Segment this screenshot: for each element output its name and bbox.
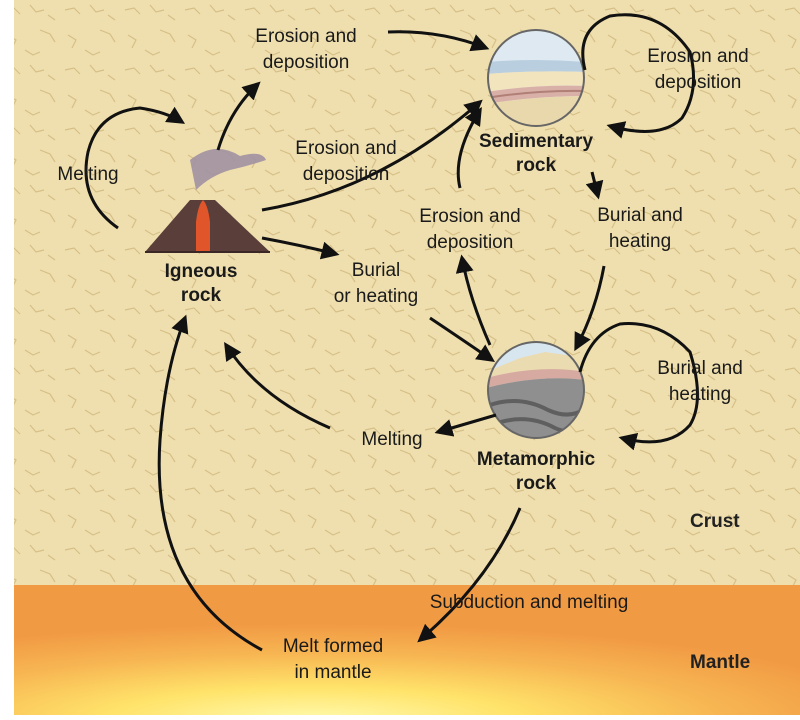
label-burial-sedimentary: Burial and heating <box>580 203 700 255</box>
label-erosion-metamorphic-line2: deposition <box>426 232 514 253</box>
metamorphic-rock-label: Metamorphic rock <box>466 448 606 496</box>
label-erosion-right-line2: deposition <box>654 72 742 93</box>
zone-label-crust: Crust <box>690 511 740 532</box>
label-subduction: Subduction and melting <box>429 592 629 613</box>
label-burial-right-line2: heating <box>668 384 732 405</box>
label-erosion-top-line1: Erosion and <box>255 26 357 47</box>
arrow-igneous-to-erosion <box>216 81 261 151</box>
arrow-metamorphic-to-erosion <box>455 254 492 346</box>
zone-label-mantle: Mantle <box>690 652 750 673</box>
metamorphic-rock-icon <box>487 341 585 439</box>
loop-sedimentary-erosion <box>581 13 696 139</box>
loop-igneous-melting <box>84 106 186 230</box>
label-erosion-right: Erosion and deposition <box>630 44 766 96</box>
label-burial-sedimentary-line2: heating <box>608 231 672 252</box>
label-erosion-igneous: Erosion and deposition <box>278 136 414 188</box>
label-melt-mantle-line2: in mantle <box>294 662 372 683</box>
arrow-melting-to-igneous <box>224 341 331 430</box>
label-burial-or-heating-line1: Burial <box>351 260 401 281</box>
arrow-erosion-to-sedimentary <box>387 30 490 52</box>
label-erosion-right-line1: Erosion and <box>647 46 749 67</box>
sedimentary-rock-label-line1: Sedimentary <box>478 131 594 152</box>
igneous-rock-label: Igneous rock <box>146 260 256 308</box>
igneous-rock-label-line2: rock <box>180 285 222 306</box>
metamorphic-rock-label-line1: Metamorphic <box>476 449 596 470</box>
metamorphic-rock-label-line2: rock <box>515 473 557 494</box>
sedimentary-rock-label-line2: rock <box>515 155 557 176</box>
label-erosion-metamorphic: Erosion and deposition <box>402 204 538 256</box>
cycle-arrows <box>84 13 699 652</box>
label-erosion-igneous-line1: Erosion and <box>295 138 397 159</box>
label-erosion-top: Erosion and deposition <box>238 24 374 76</box>
sedimentary-rock-icon <box>487 29 585 127</box>
arrow-burial-to-metamorphic-left <box>429 316 495 363</box>
arrow-igneous-to-burial <box>261 236 340 260</box>
label-burial-sedimentary-line1: Burial and <box>597 205 683 226</box>
label-erosion-top-line2: deposition <box>262 52 350 73</box>
sedimentary-rock-label: Sedimentary rock <box>476 130 596 178</box>
mantle-layer <box>14 585 800 715</box>
arrow-metamorphic-to-melting <box>434 413 497 437</box>
loop-metamorphic-burial <box>578 322 699 451</box>
label-burial-or-heating: Burial or heating <box>316 258 436 310</box>
crust-texture <box>14 0 800 585</box>
volcano-icon <box>145 148 270 253</box>
label-melting-metamorphic: Melting <box>361 429 423 450</box>
arrow-sedimentary-to-burial <box>585 171 604 200</box>
label-burial-or-heating-line2: or heating <box>333 286 419 307</box>
arrow-metamorphic-to-mantle <box>417 507 522 643</box>
arrow-metamorphic-to-sedimentary <box>456 106 482 189</box>
label-melt-mantle-line1: Melt formed <box>282 636 384 657</box>
label-erosion-metamorphic-line1: Erosion and <box>419 206 521 227</box>
arrow-igneous-erosion-to-sedimentary <box>261 99 483 212</box>
arrow-melt-to-igneous <box>157 314 263 652</box>
label-burial-right-line1: Burial and <box>657 358 743 379</box>
label-melt-mantle: Melt formed in mantle <box>268 634 398 686</box>
label-erosion-igneous-line2: deposition <box>302 164 390 185</box>
arrow-burial-to-metamorphic <box>574 265 606 352</box>
label-burial-right: Burial and heating <box>640 356 760 408</box>
igneous-rock-label-line1: Igneous <box>164 261 238 282</box>
label-melting-left: Melting <box>57 164 119 185</box>
